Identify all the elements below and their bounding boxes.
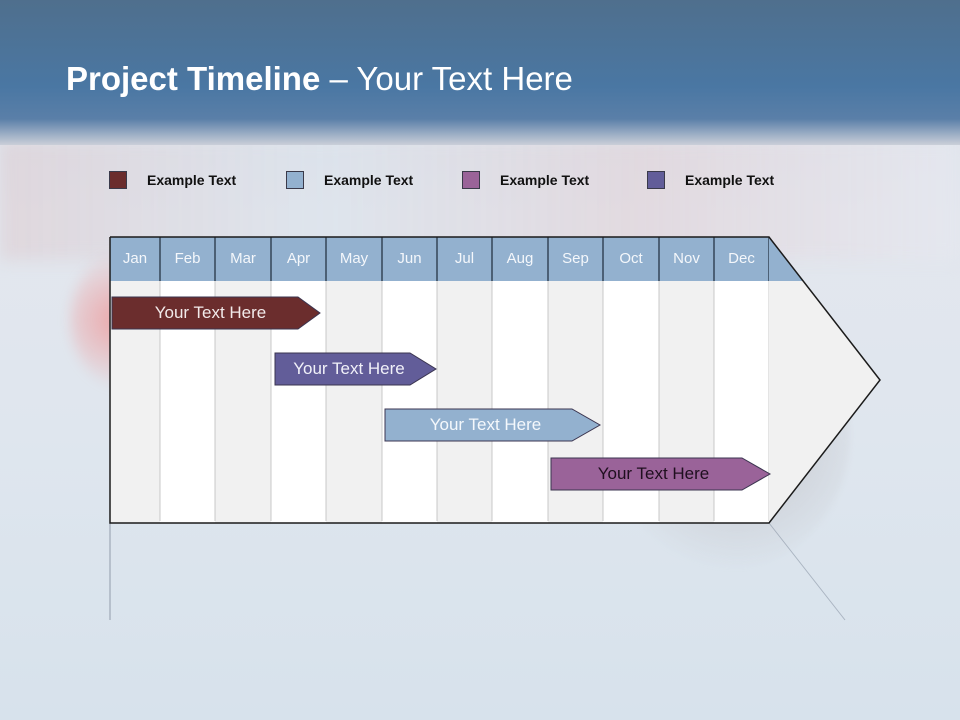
legend-swatch [647,171,665,189]
month-label: Jun [397,250,422,267]
legend-swatch [462,171,480,189]
legend-swatch [109,171,127,189]
slide-title: Project Timeline – Your Text Here [66,60,573,98]
legend-item: Example Text [109,171,236,189]
title-banner: Project Timeline – Your Text Here [0,0,960,145]
month-label: Nov [673,250,700,267]
task-bar [384,408,602,442]
legend-label: Example Text [147,172,237,188]
month-label: Mar [230,250,256,267]
legend-item: Example Text [462,171,589,189]
task-bar-label[interactable]: Your Text Here [154,303,267,322]
task-bar [274,352,437,386]
task-bar-label[interactable]: Your Text Here [429,415,542,434]
task-bar-label[interactable]: Your Text Here [293,359,405,378]
month-label: May [339,250,369,267]
arrow-outline [109,236,881,524]
month-label: Feb [174,250,201,267]
title-rest: – Your Text Here [320,60,573,97]
task-bar [550,457,772,491]
legend-label: Example Text [685,172,775,188]
month-label: Sep [562,250,589,267]
legend-item: Example Text [647,171,774,189]
month-label: Aug [506,250,534,267]
legend-item: Example Text [286,171,413,189]
task-bar-label[interactable]: Your Text Here [597,464,710,483]
legend-label: Example Text [500,172,590,188]
month-label: Jan [122,250,148,267]
legend-swatch [286,171,304,189]
task-bar [111,296,321,330]
month-label: Apr [286,250,311,267]
arrow-head [769,237,880,523]
legend-label: Example Text [324,172,414,188]
title-bold: Project Timeline [66,60,321,97]
month-label: Jul [454,250,475,267]
month-label: Dec [728,250,755,267]
month-label: Oct [619,250,643,267]
